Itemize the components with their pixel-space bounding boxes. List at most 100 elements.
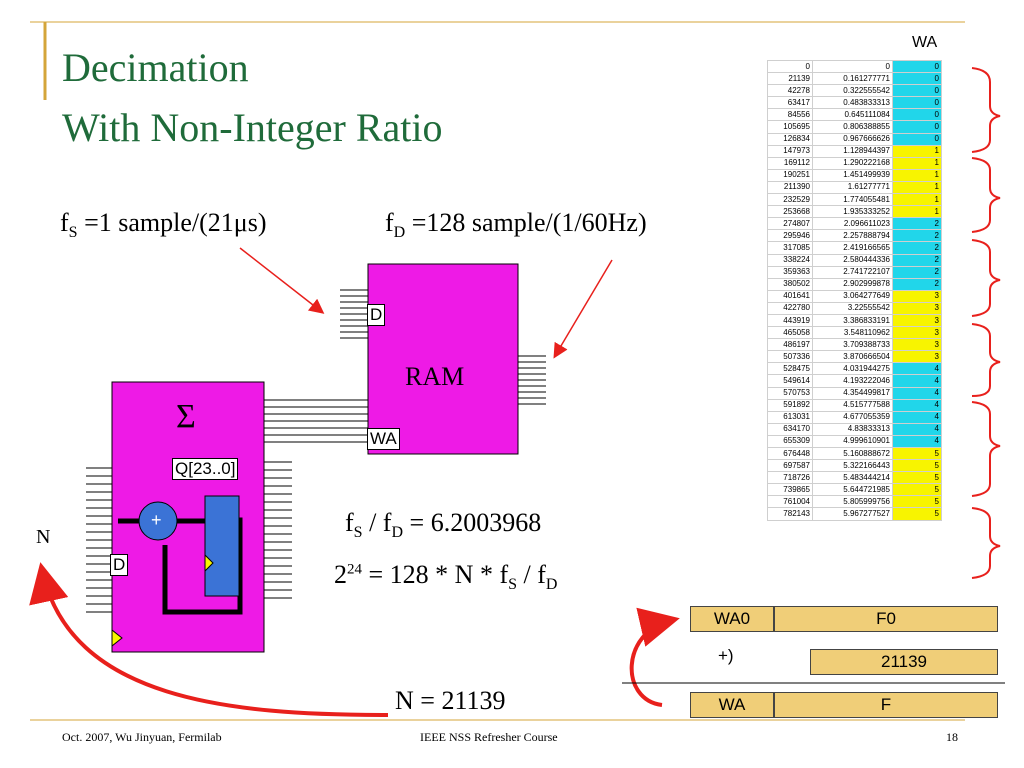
table-cell: 676448 [767,446,813,461]
table-cell: 0.806388855 [812,120,893,134]
register-block [204,495,240,597]
table-cell: 697587 [767,459,813,473]
n-input-label: N [36,526,51,548]
table-cell: 1 [892,168,942,182]
table-cell: 21139 [767,72,813,86]
table-cell: 1.774055481 [812,193,893,207]
ratio-equation: fS / fD = 6.2003968 [345,508,542,542]
fd-arrow [553,259,613,359]
table-cell: 3 [892,313,942,328]
sigma-symbol: Σ [176,398,196,435]
table-cell: 0.483833313 [812,96,893,110]
table-cell: 5.160888672 [812,446,893,461]
table-cell: 5 [892,483,942,497]
table-cell: 1 [892,156,942,170]
table-cell: 211390 [767,180,813,195]
table-cell: 739865 [767,483,813,497]
table-cell: 274807 [767,217,813,231]
table-cell: 465058 [767,326,813,340]
fs-equation: fS =1 sample/(21μs) [60,208,267,242]
table-cell: 2.902999878 [812,277,893,291]
table-cell: 2.741722107 [812,265,893,279]
table-cell: 317085 [767,241,813,255]
table-cell: 5 [892,459,942,473]
table-cell: 782143 [767,507,813,521]
table-cell: 591892 [767,398,813,412]
table-cell: 4.83833313 [812,422,893,436]
table-cell: 253668 [767,205,813,219]
table-cell: 126834 [767,132,813,146]
table-cell: 2 [892,277,942,291]
page-title-line2: With Non-Integer Ratio [62,105,443,150]
plus-operator: +) [718,646,734,665]
table-cell: 4.515777588 [812,398,893,412]
table-cell: 718726 [767,471,813,485]
table-cell: 3.22555542 [812,301,893,315]
table-cell: 1.935333252 [812,205,893,219]
table-cell: 1 [892,144,942,158]
table-cell: 1.451499939 [812,168,893,182]
table-cell: 4 [892,422,942,436]
table-cell: 1 [892,193,942,207]
table-cell: 2 [892,217,942,231]
table-cell: 4 [892,434,942,449]
table-cell: 338224 [767,253,813,267]
page-title-line1: Decimation [62,45,249,90]
table-cell: 3 [892,301,942,315]
table-cell: 422780 [767,301,813,315]
table-cell: 2.257888794 [812,229,893,243]
wa0-loop-arrow [629,607,680,707]
table-cell: 2 [892,241,942,255]
table-cell: 63417 [767,96,813,110]
table-cell: 0.645111084 [812,108,893,122]
table-cell: 4 [892,398,942,412]
table-cell: 2.580444336 [812,253,893,267]
table-cell: 443919 [767,313,813,328]
table-cell: 5 [892,507,942,521]
table-cell: 190251 [767,168,813,182]
footer-center: IEEE NSS Refresher Course [420,730,558,744]
adder-plus: + [151,510,162,530]
table-cell: 3 [892,338,942,352]
table-cell: 0 [892,59,942,74]
table-cell: 1.290222168 [812,156,893,170]
table-cell: 0 [767,59,813,74]
table-cell: 0 [892,72,942,86]
table-cell: 0.322555542 [812,84,893,98]
table-cell: 3.548110962 [812,326,893,340]
table-cell: 4.193222046 [812,374,893,388]
fd-equation: fD =128 sample/(1/60Hz) [385,208,647,242]
table-cell: 4.354499817 [812,386,893,400]
table-cell: 3.386833191 [812,313,893,328]
table-cell: 5 [892,495,942,509]
table-cell: 5.322166443 [812,459,893,473]
table-cell: 232529 [767,193,813,207]
table-cell: 507336 [767,350,813,364]
table-cell: 1.128944397 [812,144,893,158]
table-cell: 84556 [767,108,813,122]
register-clock-icon [204,553,214,573]
table-cell: 359363 [767,265,813,279]
table-cell: 295946 [767,229,813,243]
